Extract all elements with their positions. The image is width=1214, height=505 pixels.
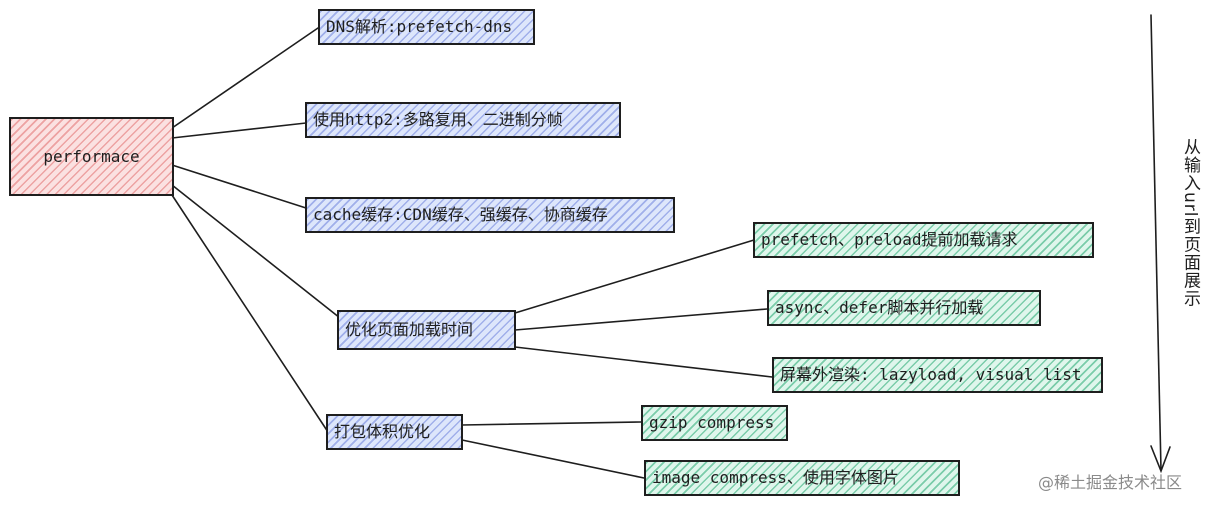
flow-arrow-head [1150,445,1171,474]
connector-root-cache [171,164,307,209]
root-node-performace: performace [9,117,174,196]
leaf-prefetch-preload: prefetch、preload提前加载请求 [753,222,1094,258]
connector-root-pageload [171,184,341,319]
branch-bundle-size: 打包体积优化 [326,414,463,450]
watermark: @稀土掘金技术社区 [1038,473,1183,492]
connector-pageload-prefetch [514,239,755,314]
branch-cache: cache缓存:CDN缓存、强缓存、协商缓存 [305,197,675,233]
connector-root-http2 [171,122,307,139]
connector-bundle-image [461,439,645,479]
leaf-async-defer: async、defer脚本并行加载 [767,290,1041,326]
leaf-gzip-compress: gzip compress [641,405,788,441]
branch-http2: 使用http2:多路复用、二进制分帧 [305,102,621,138]
connector-bundle-gzip [461,421,642,426]
connector-root-bundle [171,194,329,433]
branch-dns: DNS解析:prefetch-dns [318,9,535,45]
connector-root-dns [171,27,319,129]
leaf-offscreen-render: 屏幕外渲染: lazyload, visual list [772,357,1103,393]
flow-direction-label: 从输入url到页面展示 [1180,138,1200,308]
leaf-image-compress: image compress、使用字体图片 [644,460,960,496]
branch-page-load-time: 优化页面加载时间 [337,310,516,350]
connector-pageload-lazyload [514,346,773,378]
connector-pageload-async [514,308,768,331]
flow-arrow-line [1150,14,1162,471]
